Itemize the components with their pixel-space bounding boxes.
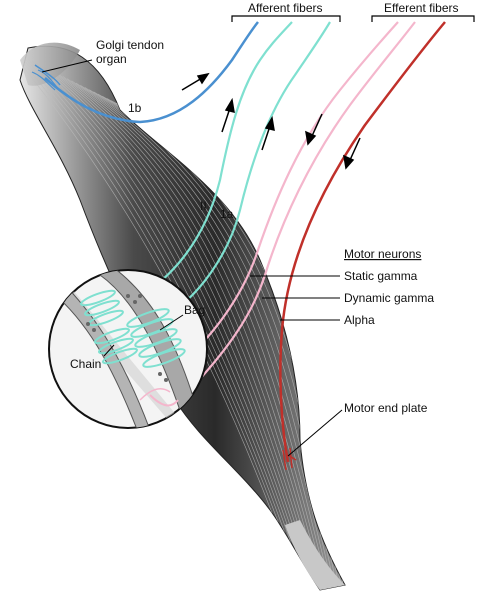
efferent-bracket bbox=[371, 15, 475, 22]
static-gamma-label: Static gamma bbox=[344, 269, 418, 283]
arrow-head-alpha bbox=[343, 154, 355, 170]
arrow-up-1a bbox=[261, 125, 271, 151]
muscle-striation bbox=[22, 56, 307, 590]
fiber-static-gamma bbox=[174, 21, 399, 371]
fiber-alpha bbox=[279, 21, 446, 463]
muscle-striation bbox=[20, 52, 303, 590]
muscle-striation bbox=[20, 54, 305, 590]
motor-neurons-heading: Motor neurons bbox=[344, 247, 421, 261]
muscle-striation bbox=[62, 76, 327, 590]
golgi-label-line2: organ bbox=[96, 52, 127, 66]
muscle-striation bbox=[36, 62, 314, 590]
muscle-striation bbox=[45, 67, 318, 590]
muscle-striation bbox=[71, 80, 332, 590]
arrow-down-gamma bbox=[311, 113, 323, 137]
leader-lines bbox=[41, 59, 343, 457]
arrow-up-right-1b bbox=[181, 77, 203, 91]
arrow-head-1b bbox=[196, 72, 210, 85]
chain-label: Chain bbox=[70, 357, 101, 371]
efferent-fibers-label: Efferent fibers bbox=[384, 1, 458, 15]
bag-windings bbox=[126, 308, 186, 368]
fiber-II bbox=[149, 21, 293, 291]
fiber-1a bbox=[157, 21, 331, 321]
golgi-label-line1: Golgi tendon bbox=[96, 38, 164, 52]
chain-windings bbox=[80, 289, 138, 365]
bag-leader bbox=[159, 314, 184, 331]
motor-end-plate bbox=[282, 447, 297, 471]
fiber-dynamic-gamma bbox=[184, 21, 416, 396]
bag-label: Bag bbox=[184, 303, 205, 317]
muscle-striation bbox=[20, 49, 301, 590]
nuclei bbox=[86, 294, 168, 382]
afferent-fibers-label: Afferent fibers bbox=[248, 1, 322, 15]
motor-end-plate-label: Motor end plate bbox=[344, 401, 428, 415]
motor-end-plate-leader bbox=[287, 409, 343, 457]
muscle-striation bbox=[53, 71, 323, 590]
arrow-head-gamma bbox=[305, 130, 317, 146]
dynamic-gamma-label: Dynamic gamma bbox=[344, 291, 434, 305]
chain-fiber bbox=[51, 279, 151, 428]
fiber-1b-label: 1b bbox=[128, 101, 142, 115]
lower-tendon bbox=[285, 520, 345, 590]
afferent-bracket bbox=[231, 15, 341, 22]
arrow-head-1a bbox=[264, 115, 275, 132]
fiber-1a-label: 1a bbox=[220, 207, 234, 221]
alpha-label: Alpha bbox=[344, 313, 375, 327]
muscle-striation bbox=[49, 69, 321, 590]
golgi-leader bbox=[41, 59, 93, 73]
upper-tendon bbox=[20, 42, 80, 86]
muscle-striation bbox=[67, 78, 329, 590]
chain-leader bbox=[103, 344, 115, 357]
fiber-1b bbox=[44, 21, 259, 124]
muscle-striation bbox=[27, 58, 310, 590]
arrow-down-alpha bbox=[349, 137, 361, 161]
muscle-striation bbox=[40, 65, 316, 590]
gamma-ending bbox=[149, 394, 179, 407]
muscle-striation bbox=[58, 73, 325, 590]
fiber-II-label: II bbox=[200, 199, 207, 213]
muscle-striation bbox=[31, 60, 312, 590]
arrow-head-II bbox=[224, 97, 235, 114]
arrow-up-II bbox=[221, 107, 231, 133]
direction-arrows bbox=[181, 72, 361, 170]
